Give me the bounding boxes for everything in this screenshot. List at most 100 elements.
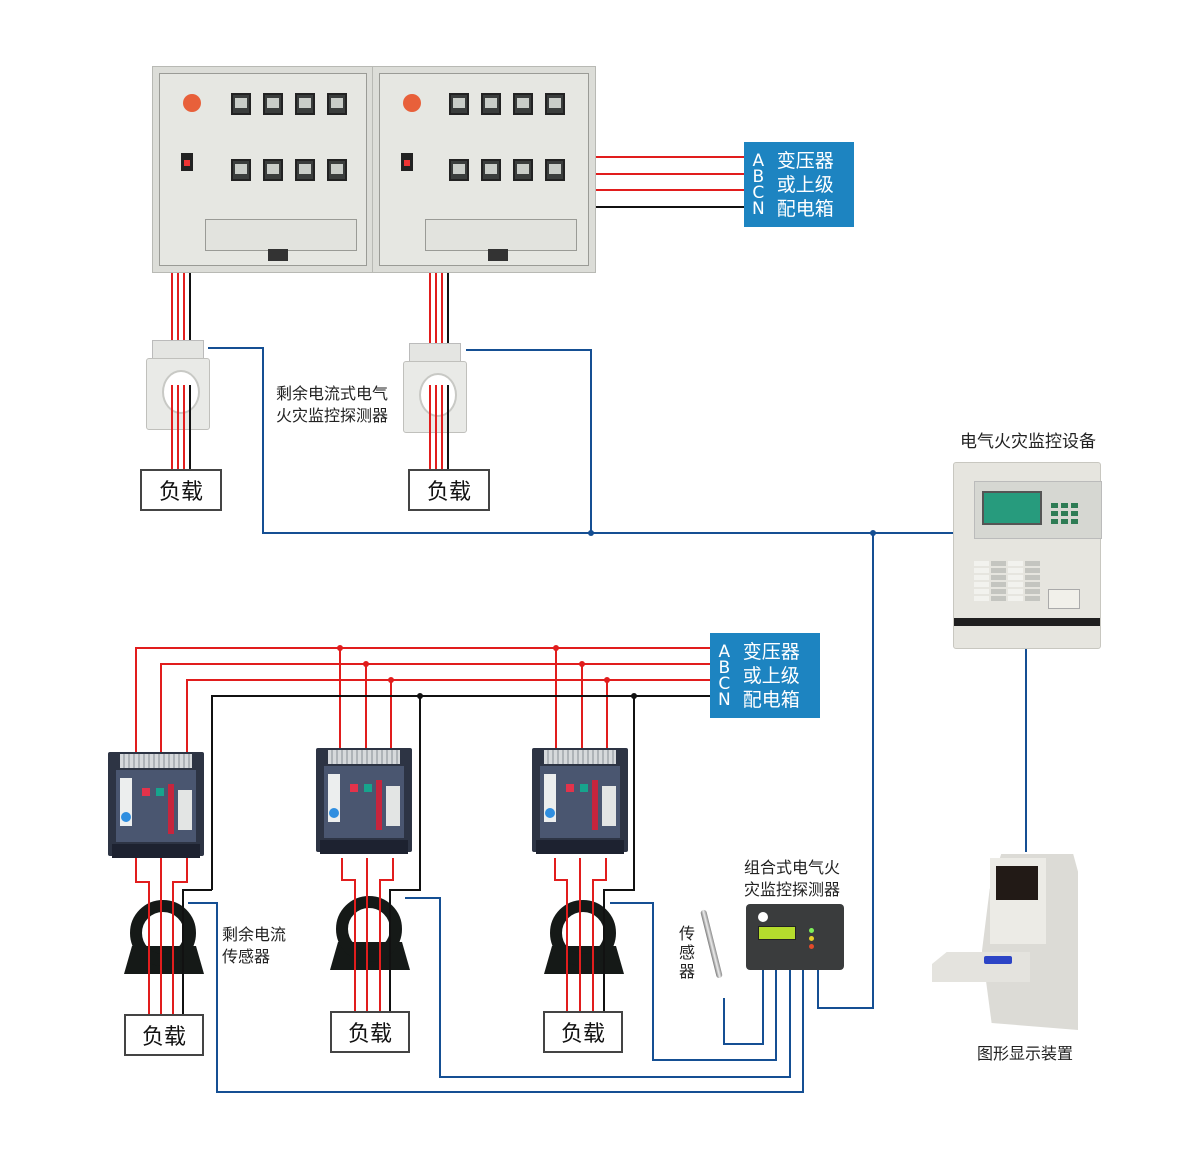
signal-sensor-2	[405, 897, 791, 1078]
sensor-ring	[130, 900, 196, 966]
breaker-panel-cover	[205, 219, 357, 251]
energy-meter	[481, 93, 501, 115]
breaker-terminals	[120, 754, 192, 768]
company-logo-icon	[403, 94, 421, 112]
bus-phase-c	[186, 679, 710, 755]
source-description: 变压器 或上级 配电箱	[743, 640, 800, 712]
phase-label: A	[718, 641, 731, 662]
breaker-indicator-icon	[121, 812, 131, 822]
keypad-key	[1051, 511, 1058, 516]
keypad-key	[1061, 511, 1068, 516]
status-led-icon	[809, 944, 814, 949]
printer-icon	[1048, 589, 1080, 609]
breaker-base	[536, 840, 624, 854]
distribution-cabinet-1	[152, 66, 374, 273]
label-line: 传感器	[222, 947, 271, 966]
junction-dot	[363, 661, 369, 667]
keypad-key	[1061, 503, 1068, 508]
brand-strip	[954, 618, 1100, 626]
junction-dot	[604, 677, 610, 683]
signal-detector-2	[466, 349, 592, 533]
source-line: 或上级	[742, 664, 800, 687]
source-box-bottom: A B C N 变压器 或上级 配电箱	[710, 633, 820, 718]
source-line: 变压器	[742, 640, 800, 663]
source-line: 变压器	[776, 149, 834, 172]
breaker-controller	[386, 786, 400, 826]
residual-current-sensor-2	[330, 896, 410, 976]
keypad-key	[1051, 503, 1058, 508]
label-line: 灾监控探测器	[744, 880, 841, 899]
company-logo-icon	[183, 94, 201, 112]
combined-fire-detector	[746, 904, 844, 970]
breaker-on-button	[156, 788, 164, 796]
fire-monitoring-unit	[953, 462, 1102, 649]
phase-label: B	[752, 166, 765, 187]
label-line: 火灾监控探测器	[276, 406, 389, 425]
phase-label: N	[718, 689, 731, 710]
sensor-ring	[336, 896, 402, 962]
load-box: 负载	[330, 1011, 410, 1053]
energy-meter	[327, 93, 347, 115]
status-led-icon	[809, 928, 814, 933]
energy-meter	[513, 159, 533, 181]
energy-meter	[231, 93, 251, 115]
label-line: 组合式电气火	[744, 858, 841, 877]
sensor-ring	[550, 900, 616, 966]
energy-meter	[449, 93, 469, 115]
phase-label: B	[718, 657, 731, 678]
load-box: 负载	[408, 469, 490, 511]
monitor-label: 电气火灾监控设备	[960, 432, 1096, 452]
display-label: 图形显示装置	[977, 1044, 1074, 1063]
breaker-handle	[376, 780, 382, 830]
phase-label: C	[718, 673, 731, 694]
temp-sensor-label: 传 感 器	[679, 924, 699, 981]
signal-combo-to-bus	[817, 533, 874, 1009]
bus-junction-dot	[588, 530, 594, 536]
phase-labels: A B C N	[718, 641, 731, 710]
residual-current-detector-2	[403, 343, 467, 433]
energy-meter	[327, 159, 347, 181]
breaker-handle	[168, 784, 174, 834]
breaker-terminals	[544, 750, 616, 764]
display-screen-icon	[996, 866, 1038, 900]
keypad-key	[1071, 519, 1078, 524]
load-box: 负载	[124, 1014, 204, 1056]
junction-dot	[388, 677, 394, 683]
energy-meter	[231, 159, 251, 181]
load-box: 负载	[543, 1011, 623, 1053]
label-char: 器	[679, 962, 696, 981]
breaker-base	[320, 840, 408, 854]
breaker-on-button	[364, 784, 372, 792]
source-line: 配电箱	[776, 197, 834, 220]
distribution-cabinet-2	[372, 66, 596, 273]
load-box: 负载	[140, 469, 222, 511]
breaker-off-button	[566, 784, 574, 792]
residual-current-sensor-3	[544, 900, 624, 980]
phase-label: A	[752, 150, 765, 171]
junction-dot	[337, 645, 343, 651]
energy-meter	[545, 93, 565, 115]
breaker-on-button	[580, 784, 588, 792]
lcd-screen-icon	[982, 491, 1042, 525]
signal-temp-sensor	[723, 970, 764, 1045]
lcd-display-icon	[758, 926, 796, 940]
residual-current-sensor-1	[124, 900, 204, 980]
latch-icon	[488, 249, 508, 261]
combined-detector-label: 组合式电气火 灾监控探测器	[744, 857, 840, 901]
energy-meter	[295, 93, 315, 115]
energy-meter	[449, 159, 469, 181]
source-line: 或上级	[776, 173, 834, 196]
source-line: 配电箱	[742, 688, 800, 711]
indicator-grid	[974, 561, 1040, 601]
signal-sensor-1	[188, 902, 804, 1093]
phase-label: C	[752, 182, 765, 203]
breaker-off-button	[350, 784, 358, 792]
sensor-label: 剩余电流 传感器	[222, 924, 286, 968]
breaker-base	[112, 844, 200, 858]
status-led-icon	[809, 936, 814, 941]
keypad-key	[1051, 519, 1058, 524]
signal-sensor-3	[610, 902, 777, 1061]
main-switch-icon	[181, 153, 193, 171]
detector-label: 剩余电流式电气 火灾监控探测器	[276, 383, 388, 427]
junction-dot	[631, 693, 637, 699]
